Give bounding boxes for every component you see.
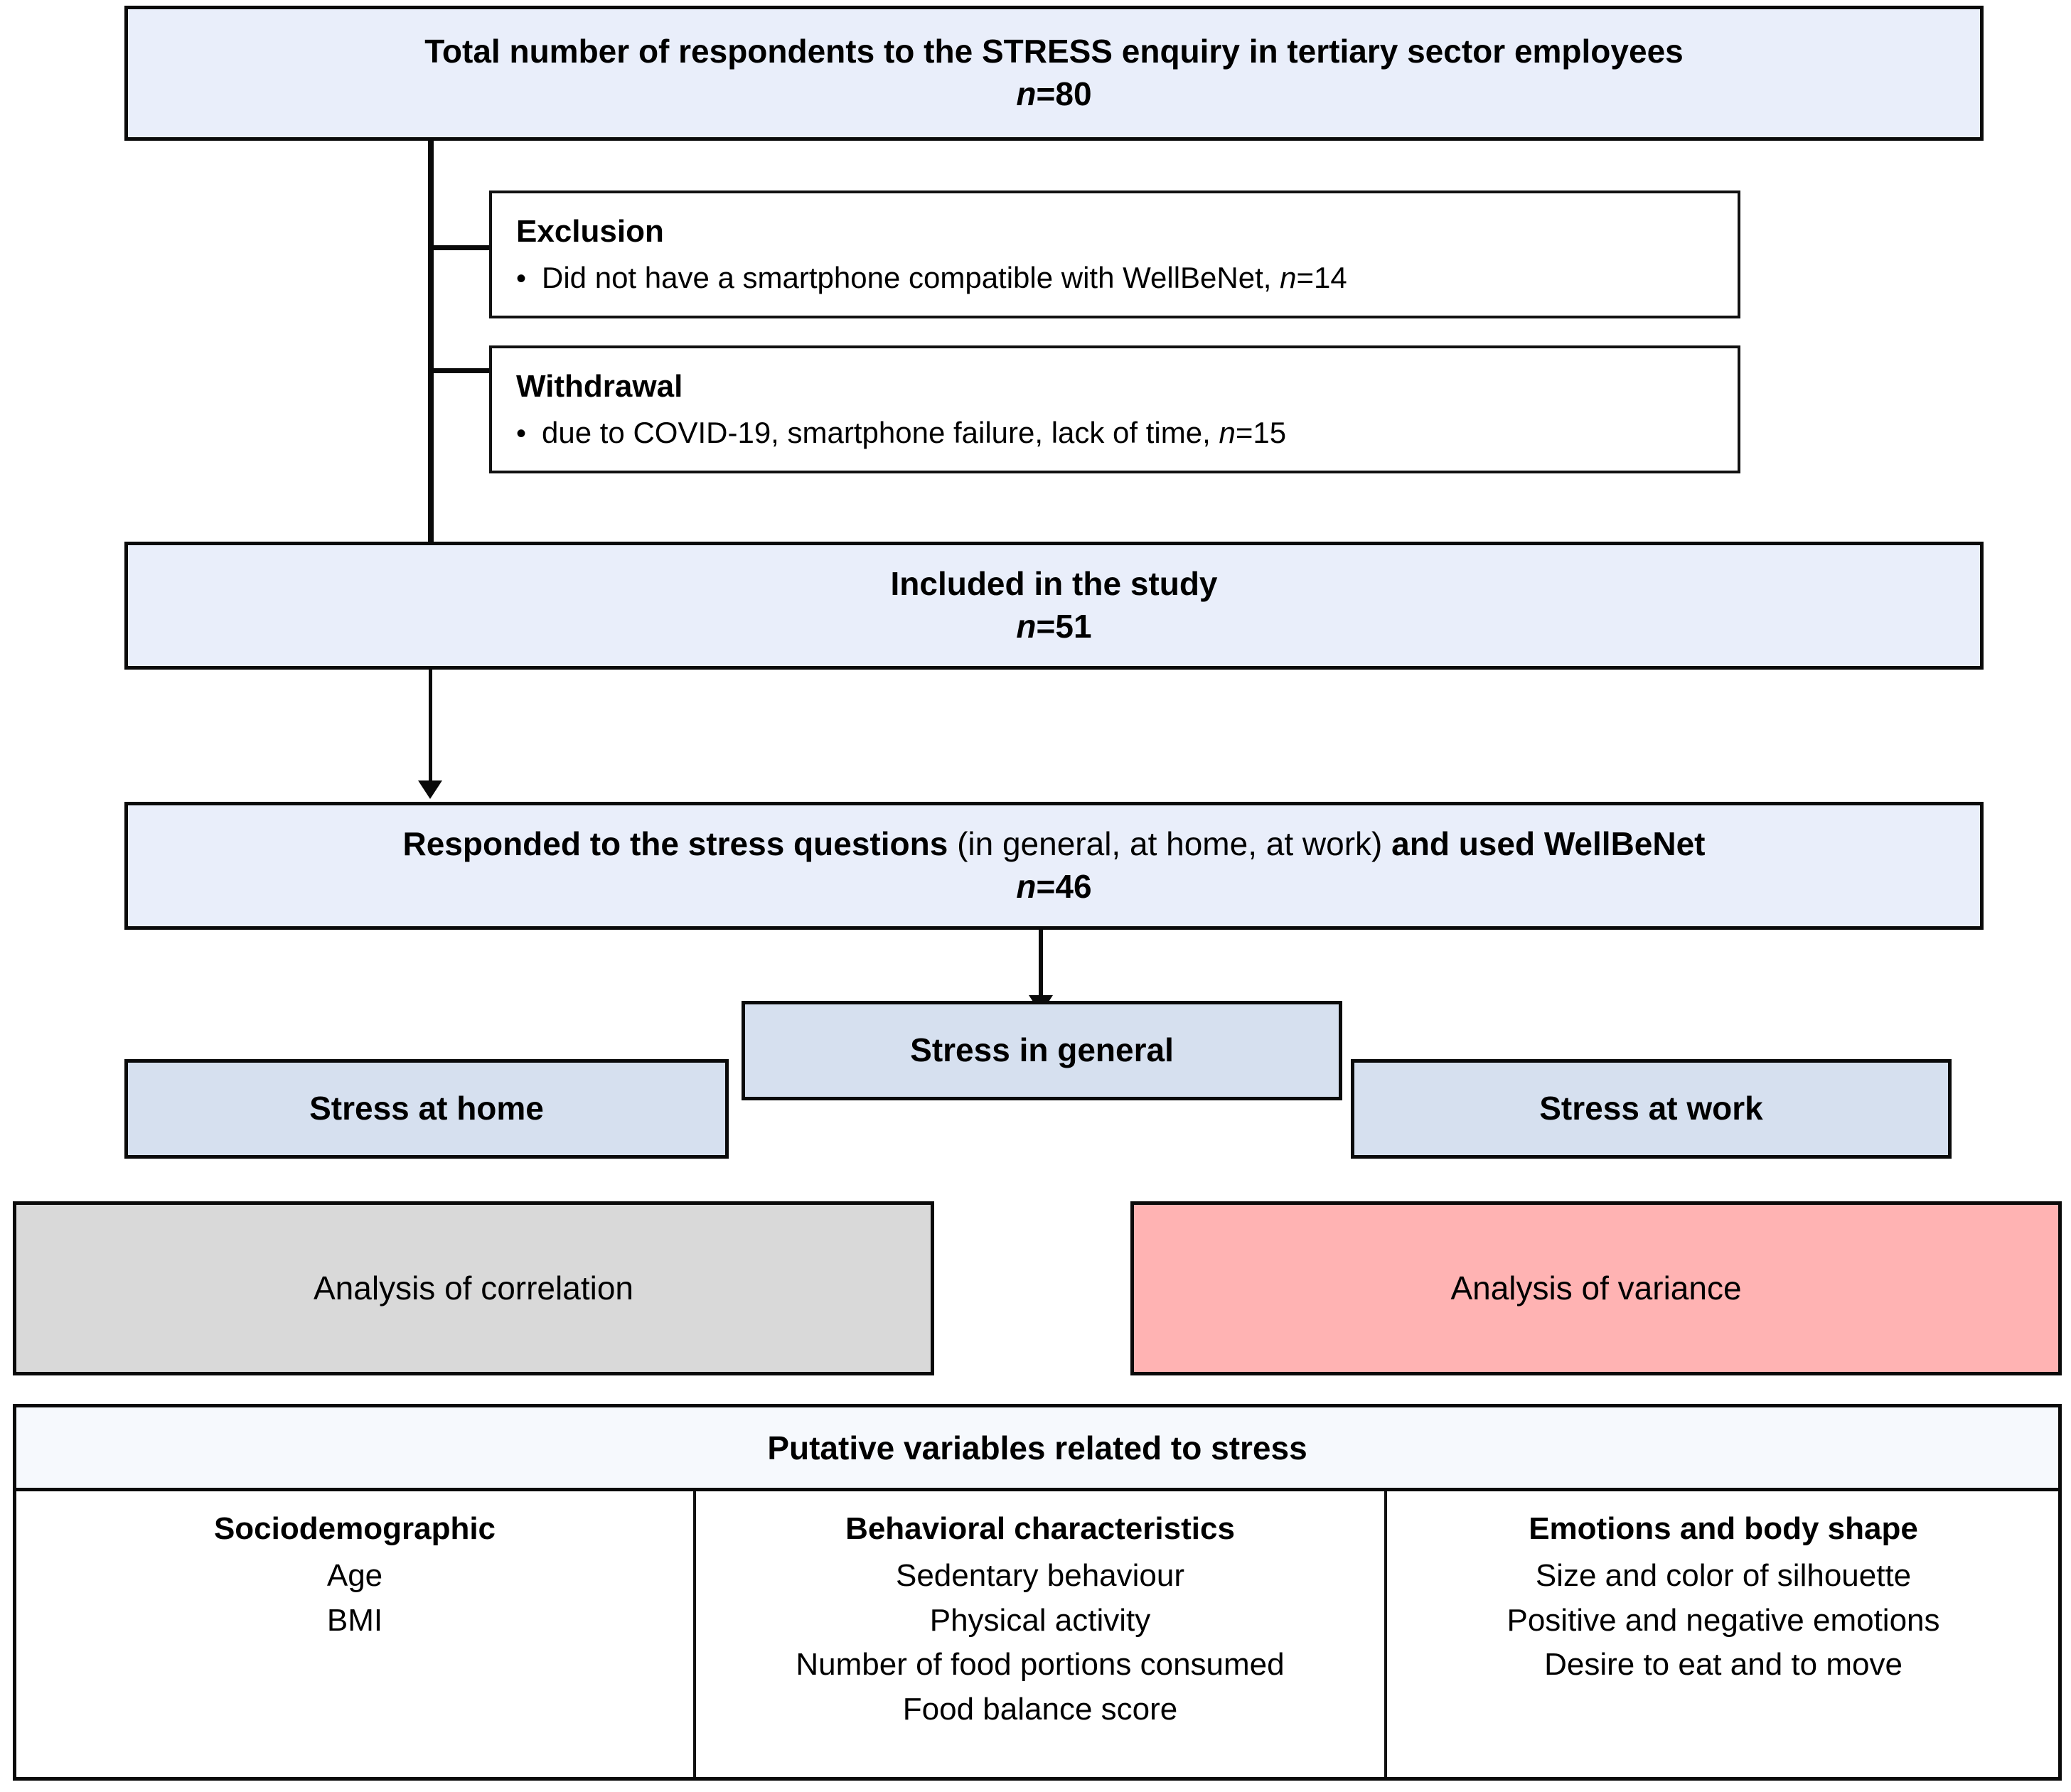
responded-regular: (in general, at home, at work) [948, 825, 1392, 863]
box-stress-in-general-label: Stress in general [910, 1031, 1174, 1069]
table-column-emotions-and-body-shape: Emotions and body shape Size and color o… [1384, 1491, 2060, 1777]
table-column-behavioral-characteristics: Behavioral characteristics Sedentary beh… [693, 1491, 1384, 1777]
table-cell: Size and color of silhouette [1535, 1558, 1912, 1594]
table-header-title: Putative variables related to stress [16, 1407, 2058, 1491]
putative-variables-table: Putative variables related to stress Soc… [13, 1404, 2062, 1781]
box-exclusion-item: • Did not have a smartphone compatible w… [516, 259, 1347, 298]
table-cell: Food balance score [902, 1691, 1178, 1727]
table-column-title: Emotions and body shape [1529, 1511, 1918, 1546]
box-responded-line1: Responded to the stress questions (in ge… [403, 823, 1706, 866]
box-total-respondents: Total number of respondents to the STRES… [124, 6, 1984, 141]
table-cell: Sedentary behaviour [895, 1558, 1185, 1594]
table-cell: BMI [326, 1602, 383, 1638]
box-responded-count: n=46 [1016, 866, 1091, 908]
box-stress-in-general: Stress in general [742, 1001, 1342, 1100]
n-value: =46 [1036, 868, 1092, 905]
box-withdrawal-item: • due to COVID-19, smartphone failure, l… [516, 414, 1286, 453]
n-value: =51 [1036, 608, 1092, 645]
box-stress-at-home-label: Stress at home [309, 1090, 544, 1127]
table-body: Sociodemographic Age BMI Behavioral char… [16, 1491, 2058, 1777]
connector-trunk-vertical [428, 141, 434, 552]
box-analysis-variance-label: Analysis of variance [1450, 1269, 1742, 1307]
box-stress-at-work-label: Stress at work [1539, 1090, 1763, 1127]
table-cell: Positive and negative emotions [1507, 1602, 1940, 1638]
box-analysis-of-variance: Analysis of variance [1130, 1201, 2062, 1375]
box-withdrawal-item-text: due to COVID-19, smartphone failure, lac… [542, 416, 1287, 450]
box-exclusion-item-text: Did not have a smartphone compatible wit… [542, 261, 1347, 295]
responded-bold-1: Responded to the stress questions [402, 825, 948, 863]
connector-included-to-responded [429, 670, 432, 789]
connector-branch-exclusion [428, 245, 492, 250]
box-exclusion: Exclusion • Did not have a smartphone co… [489, 191, 1740, 318]
bullet-icon: • [516, 418, 527, 450]
table-cell: Age [326, 1558, 383, 1594]
table-column-sociodemographic: Sociodemographic Age BMI [16, 1491, 693, 1777]
box-total-respondents-count: n=80 [1016, 73, 1091, 116]
table-column-title: Sociodemographic [213, 1511, 496, 1546]
connector-responded-to-stress-general [1039, 930, 1043, 1004]
box-responded-stress-questions: Responded to the stress questions (in ge… [124, 802, 1984, 930]
box-stress-at-home: Stress at home [124, 1059, 729, 1159]
box-total-respondents-line1: Total number of respondents to the STRES… [424, 33, 1684, 70]
table-cell: Physical activity [929, 1602, 1151, 1638]
box-analysis-correlation-label: Analysis of correlation [314, 1269, 633, 1307]
n-italic-label: n [1016, 608, 1037, 645]
box-withdrawal: Withdrawal • due to COVID-19, smartphone… [489, 345, 1740, 473]
box-included-count: n=51 [1016, 606, 1091, 648]
box-included-line1: Included in the study [890, 565, 1218, 603]
box-included-in-study: Included in the study n=51 [124, 542, 1984, 670]
box-analysis-of-correlation: Analysis of correlation [13, 1201, 934, 1375]
box-exclusion-title: Exclusion [516, 214, 664, 250]
arrowhead-to-responded [418, 780, 442, 799]
n-italic-label: n [1016, 75, 1037, 112]
box-withdrawal-title: Withdrawal [516, 369, 683, 404]
n-value: =15 [1235, 416, 1287, 450]
n-italic-label: n [1280, 261, 1297, 295]
table-cell: Number of food portions consumed [796, 1647, 1285, 1683]
table-column-title: Behavioral characteristics [845, 1511, 1235, 1546]
n-italic-label: n [1016, 868, 1037, 905]
table-cell: Desire to eat and to move [1544, 1647, 1903, 1683]
box-stress-at-work: Stress at work [1351, 1059, 1952, 1159]
responded-bold-2: and used WellBeNet [1391, 825, 1706, 863]
connector-branch-withdrawal [428, 368, 492, 373]
bullet-icon: • [516, 263, 527, 295]
n-value: =80 [1036, 75, 1092, 112]
n-italic-label: n [1219, 416, 1236, 450]
n-value: =14 [1296, 261, 1347, 295]
